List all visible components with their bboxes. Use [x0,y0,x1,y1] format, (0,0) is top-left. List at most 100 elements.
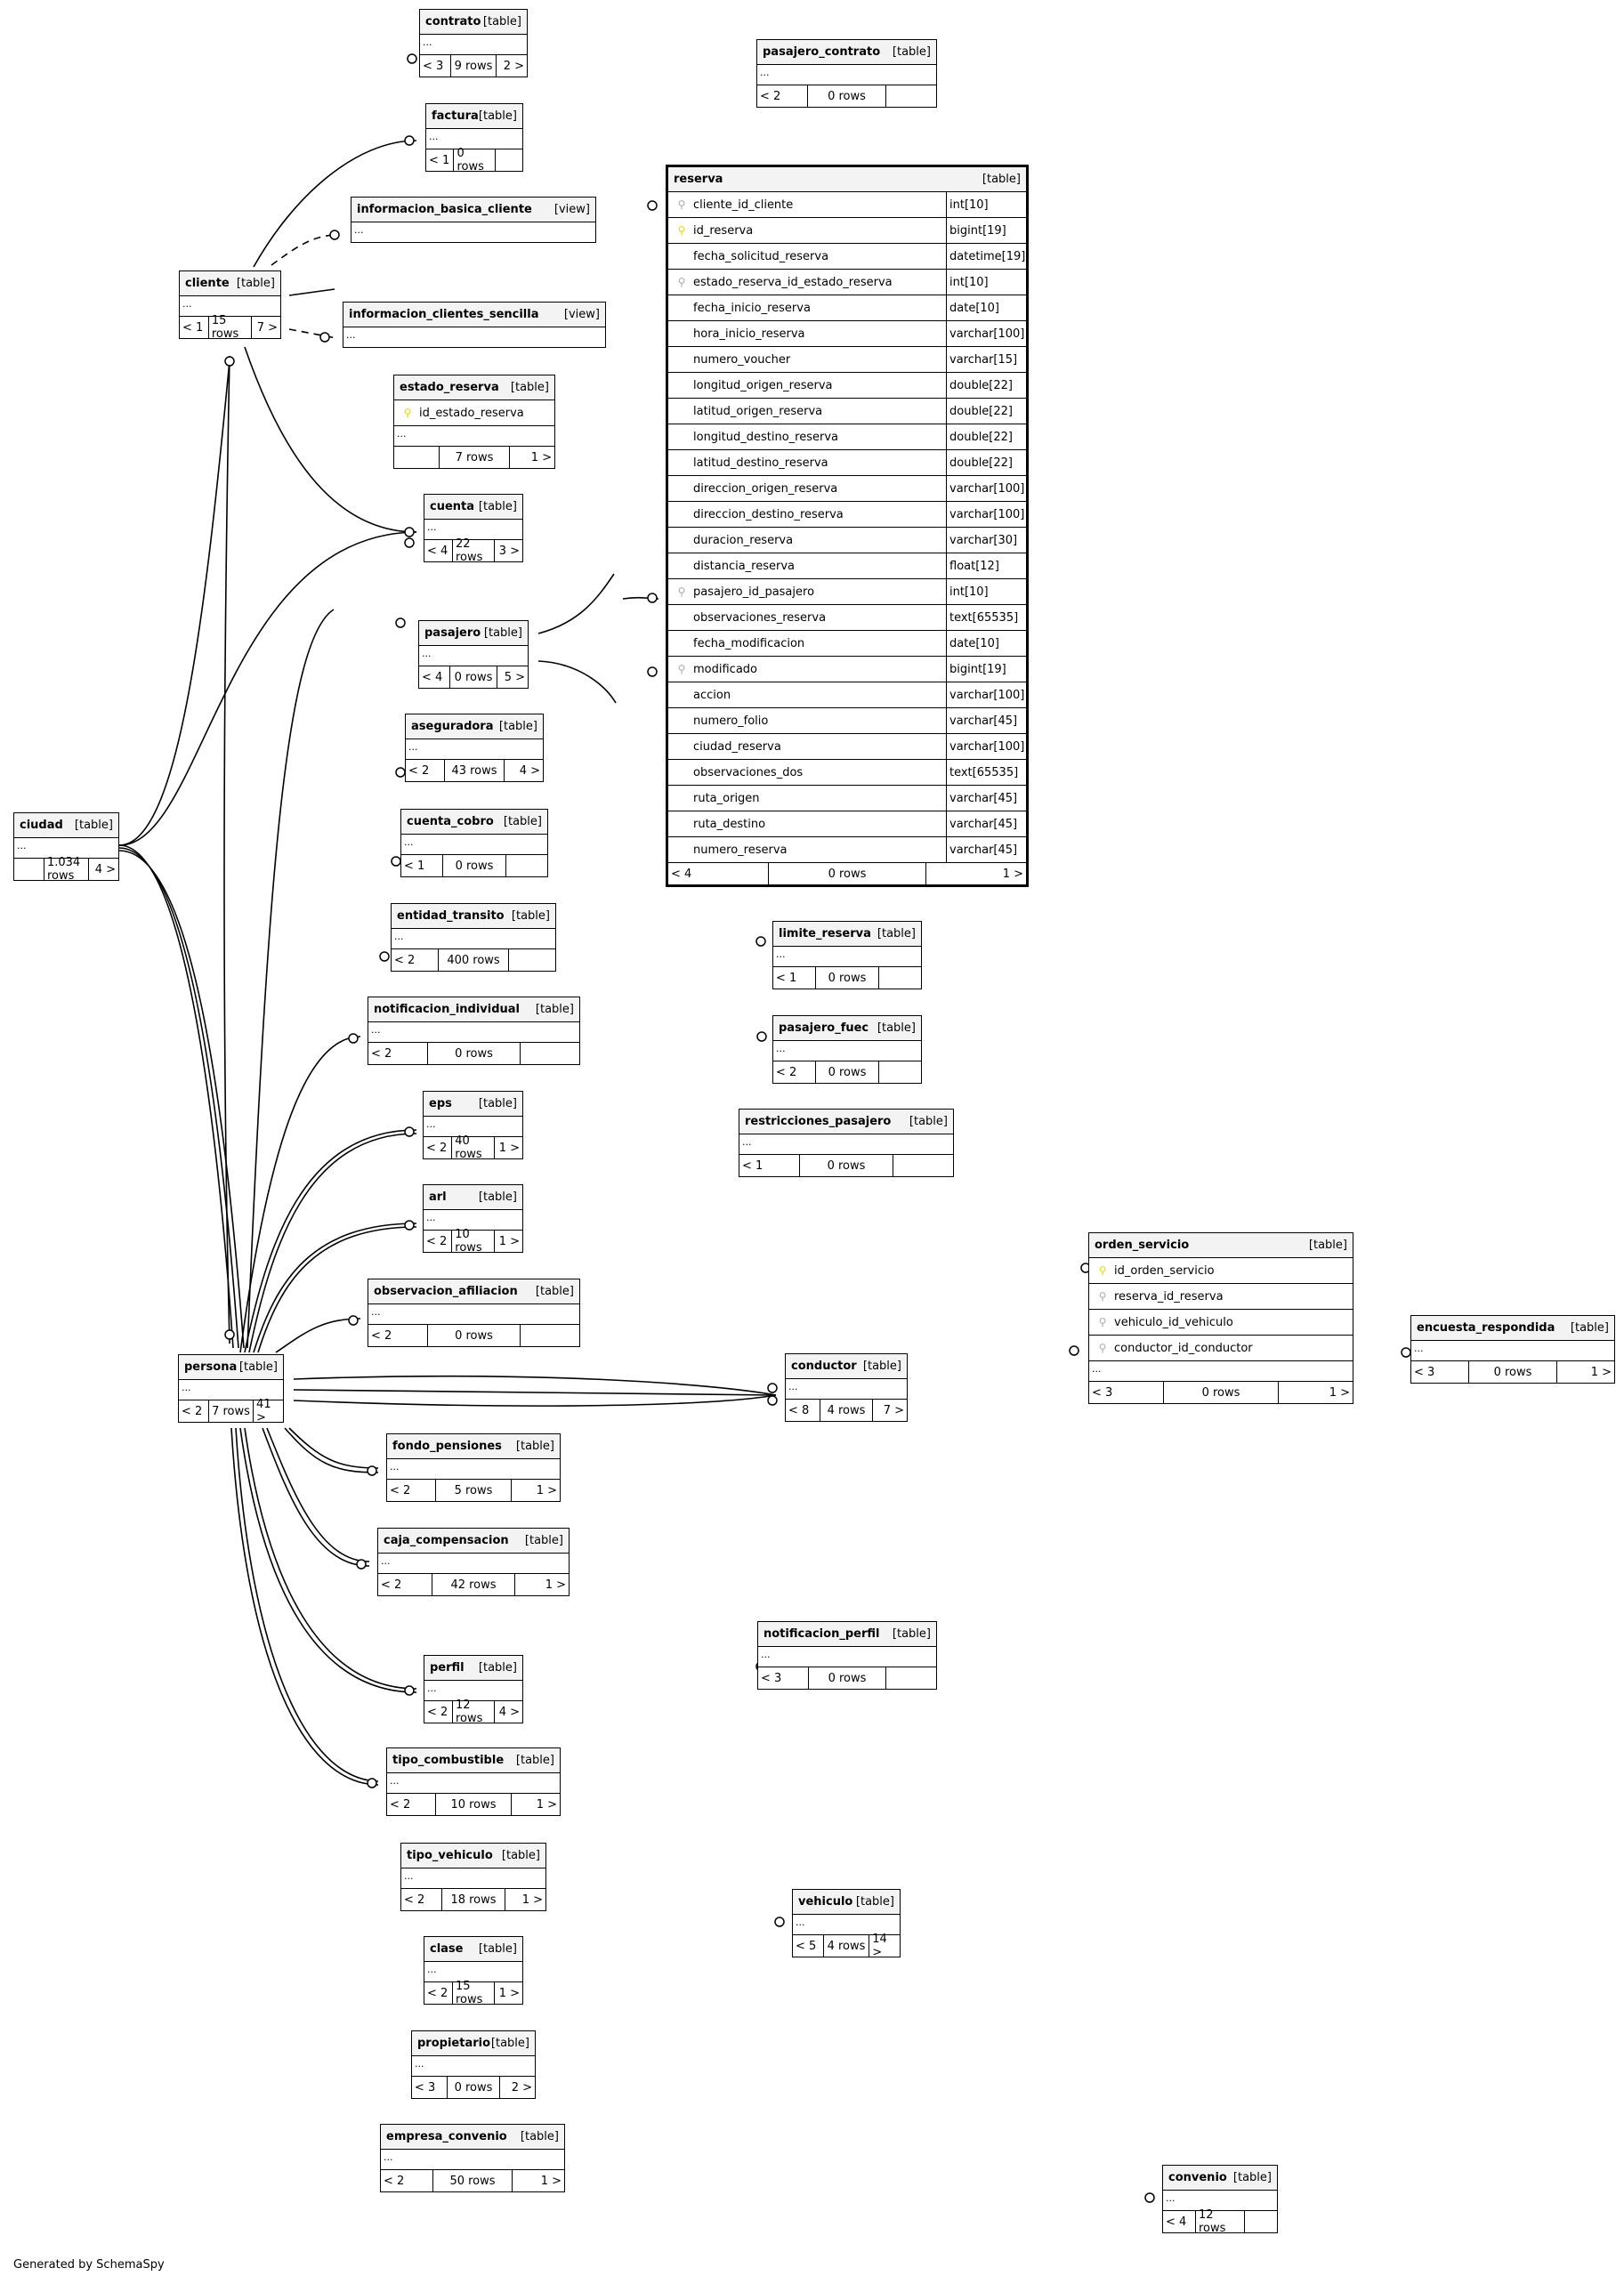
column-row[interactable]: ⚲vehiculo_id_vehiculo [1089,1310,1353,1336]
more-columns[interactable]: ... [1163,2191,1277,2211]
children-count[interactable]: 1 > [925,863,1026,884]
table-header[interactable]: reserva[table] [668,167,1026,192]
table-header[interactable]: persona[table] [179,1355,283,1380]
table-header[interactable]: fondo_pensiones[table] [387,1434,560,1459]
table-header[interactable]: empresa_convenio[table] [381,2125,564,2150]
children-count[interactable] [885,1667,936,1689]
more-columns[interactable]: ... [758,1647,936,1667]
more-columns[interactable]: ... [1411,1341,1614,1361]
more-columns[interactable]: ... [773,1041,921,1061]
more-columns[interactable]: ... [381,2150,564,2170]
table-header[interactable]: observacion_afiliacion[table] [368,1279,579,1304]
parents-count[interactable]: < 2 [371,1328,392,1343]
parents-count[interactable]: < 1 [742,1158,764,1173]
more-columns[interactable]: ... [387,1459,560,1480]
table-header[interactable]: limite_reserva[table] [773,922,921,947]
more-columns[interactable]: ... [394,426,554,447]
parents-count[interactable]: < 2 [427,1705,448,1719]
parents-count[interactable]: < 5 [796,1939,817,1953]
parents-count[interactable]: < 2 [381,1578,402,1592]
children-count[interactable]: 4 > [494,1701,522,1723]
parents-count[interactable]: < 1 [182,320,204,335]
children-count[interactable]: 2 > [496,55,527,77]
table-header[interactable]: pasajero[table] [419,621,528,646]
parents-count[interactable]: < 2 [760,89,781,103]
children-count[interactable]: 1 > [510,1480,560,1501]
table-header[interactable]: tipo_vehiculo[table] [401,1844,545,1868]
more-columns[interactable]: ... [1089,1361,1353,1382]
table-header[interactable]: perfil[table] [424,1656,522,1681]
table-header[interactable]: tipo_combustible[table] [387,1748,560,1773]
table-header[interactable]: notificacion_perfil[table] [758,1622,936,1647]
children-count[interactable]: 5 > [496,666,528,688]
more-columns[interactable]: ... [739,1134,953,1155]
more-columns[interactable]: ... [406,739,543,760]
more-columns[interactable]: ... [354,224,364,236]
parents-count[interactable]: < 1 [404,859,425,873]
parents-count[interactable]: < 3 [415,2080,436,2094]
more-columns[interactable]: ... [14,838,118,859]
more-columns[interactable]: ... [368,1304,579,1325]
more-columns[interactable]: ... [424,1681,522,1701]
parents-count[interactable]: < 2 [426,1141,448,1155]
parents-count[interactable] [394,447,439,468]
children-count[interactable] [508,949,555,971]
table-header[interactable]: conductor[table] [786,1354,907,1379]
table-estado-reserva[interactable]: estado_reserva[table]⚲id_estado_reserva.… [393,375,555,469]
table-header[interactable]: clase[table] [424,1937,522,1962]
more-columns[interactable]: ... [426,129,522,149]
parents-count[interactable]: < 2 [776,1065,797,1079]
parents-count[interactable]: < 2 [427,1986,448,2000]
parents-count[interactable]: < 3 [423,59,444,73]
children-count[interactable] [885,85,936,107]
parents-count[interactable]: < 2 [404,1893,425,1907]
table-header[interactable]: convenio[table] [1163,2166,1277,2191]
children-count[interactable]: 1 > [504,1889,545,1910]
parents-count[interactable]: < 1 [776,971,797,985]
more-columns[interactable]: ... [401,1868,545,1889]
more-columns[interactable]: ... [793,1915,900,1935]
more-columns[interactable]: ... [346,329,356,341]
children-count[interactable] [892,1155,953,1176]
more-columns[interactable]: ... [401,835,547,855]
more-columns[interactable]: ... [424,1210,522,1231]
children-count[interactable]: 1 > [1278,1382,1353,1403]
table-header[interactable]: arl[table] [424,1185,522,1210]
children-count[interactable] [505,855,547,876]
children-count[interactable] [519,1043,579,1064]
parents-count[interactable]: < 2 [394,953,416,967]
more-columns[interactable]: ... [412,2056,535,2077]
children-count[interactable]: 4 > [88,859,118,880]
more-columns[interactable]: ... [757,65,936,85]
parents-count[interactable]: < 4 [1166,2215,1187,2229]
parents-count[interactable]: < 2 [426,1234,448,1248]
parents-count[interactable] [14,859,44,880]
children-count[interactable] [494,149,522,171]
more-columns[interactable]: ... [419,646,528,666]
table-header[interactable]: caja_compensacion[table] [378,1529,569,1554]
parents-count[interactable]: < 2 [182,1404,203,1418]
